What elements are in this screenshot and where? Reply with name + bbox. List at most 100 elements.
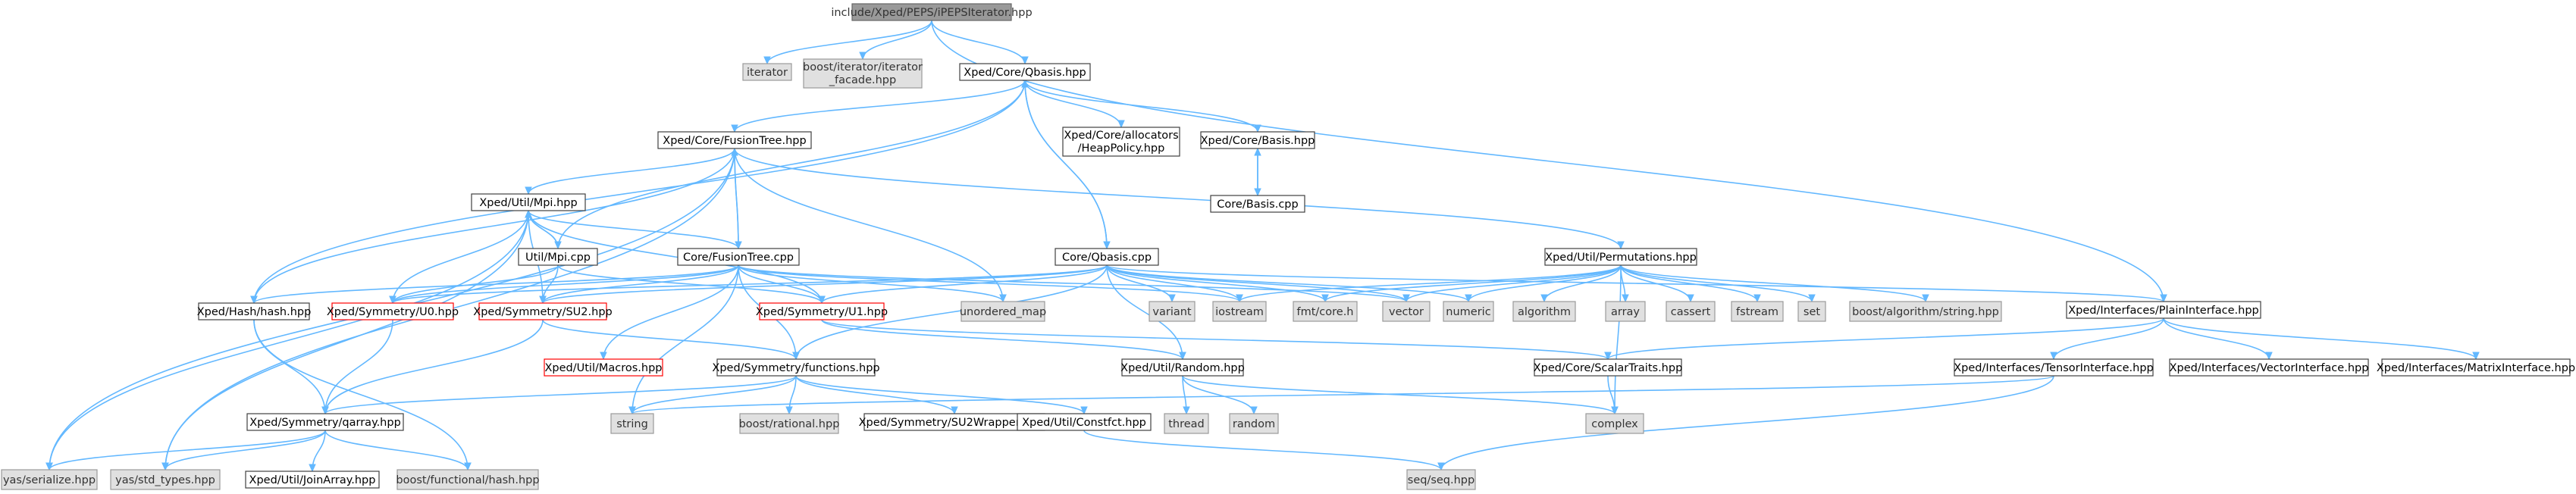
arrowhead-core_fusiontree_cpp-to-core_fusiontree_hpp bbox=[731, 147, 738, 156]
edge-sym_su2-to-sym_functions bbox=[542, 319, 797, 360]
node-sym-su2[interactable]: Xped/Symmetry/SU2.hpp bbox=[473, 302, 613, 320]
node-label: Xped/Hash/hash.hpp bbox=[197, 306, 312, 318]
node-box bbox=[331, 302, 454, 320]
edge-core_fusiontree_cpp-to-sym_u1 bbox=[738, 264, 823, 304]
edge-core_qbasis_cpp-to-numeric bbox=[1106, 264, 1469, 302]
node-seq: seq/seq.hpp bbox=[1406, 469, 1476, 490]
edge-core_fusiontree_cpp-to-sym_su2 bbox=[542, 264, 739, 304]
node-label: yas/std_types.hpp bbox=[115, 474, 215, 486]
node-vector-iface[interactable]: Xped/Interfaces/VectorInterface.hpp bbox=[2169, 358, 2369, 377]
node-core-basis-cpp[interactable]: Core/Basis.cpp bbox=[1210, 195, 1305, 213]
node-util-mpi-cpp[interactable]: Util/Mpi.cpp bbox=[518, 248, 598, 266]
node-label: variant bbox=[1152, 306, 1192, 318]
edge-util_mpi_cpp-to-sym_u1 bbox=[557, 264, 823, 304]
node-core-alloc[interactable]: Xped/Core/allocators/HeapPolicy.hpp bbox=[1062, 127, 1180, 157]
node-plain-iface[interactable]: Xped/Interfaces/PlainInterface.hpp bbox=[2066, 301, 2261, 319]
node-box bbox=[1149, 301, 1196, 322]
edge-util_random-to-complex bbox=[1182, 375, 1615, 414]
node-hash-hpp[interactable]: Xped/Hash/hash.hpp bbox=[197, 302, 312, 320]
edge-core_qbasis_hpp-to-core_basis_hpp bbox=[1024, 80, 1258, 133]
node-boost-iter-facade: boost/iterator/iterator_facade.hpp bbox=[803, 58, 923, 89]
arrowhead-peps_iterator-to-boost_iter_facade bbox=[859, 52, 867, 61]
edge-core_qbasis_cpp-to-plain_iface bbox=[1106, 264, 2164, 302]
node-scalar-traits[interactable]: Xped/Core/ScalarTraits.hpp bbox=[1534, 358, 1683, 377]
edge-util_perm-to-algorithm bbox=[1543, 264, 1622, 302]
node-label: boost/algorithm/string.hpp bbox=[1852, 306, 1999, 318]
node-box bbox=[1382, 301, 1431, 322]
edge-core_qbasis_cpp-to-vector bbox=[1106, 264, 1407, 302]
edge-core_qbasis_cpp-to-fmt_core bbox=[1106, 264, 1326, 302]
edge-sym_functions-to-string bbox=[631, 375, 797, 414]
node-util-perm[interactable]: Xped/Util/Permutations.hpp bbox=[1544, 248, 1697, 266]
node-thread: thread bbox=[1164, 413, 1209, 434]
node-peps-iterator[interactable]: include/Xped/PEPS/iPEPSIterator.hpp bbox=[831, 3, 1033, 21]
node-sym-functions[interactable]: Xped/Symmetry/functions.hpp bbox=[712, 358, 880, 377]
node-boost-func-hash: boost/functional/hash.hpp bbox=[396, 469, 540, 490]
node-label: Xped/Interfaces/VectorInterface.hpp bbox=[2170, 362, 2369, 374]
node-label: Xped/Util/JoinArray.hpp bbox=[249, 474, 376, 486]
node-box bbox=[478, 302, 607, 320]
node-fstream: fstream bbox=[1731, 301, 1784, 322]
edge-core_qbasis_cpp-to-sym_u0 bbox=[392, 264, 1108, 304]
arrowhead-plain_iface-to-tensor_iface bbox=[2050, 352, 2057, 361]
node-matrix-iface[interactable]: Xped/Interfaces/MatrixInterface.hpp bbox=[2377, 358, 2575, 377]
node-core-qbasis-hpp[interactable]: Xped/Core/Qbasis.hpp bbox=[959, 63, 1091, 81]
node-sym-u1[interactable]: Xped/Symmetry/U1.hpp bbox=[756, 302, 888, 320]
arrowhead-core_fusiontree_cpp-to-hash_hpp bbox=[250, 295, 258, 305]
edge-sym_u1-to-util_mpi_hpp bbox=[528, 210, 823, 304]
node-label: fstream bbox=[1736, 306, 1778, 318]
edge-core_qbasis_cpp-to-util_random bbox=[1106, 264, 1183, 360]
node-label: array bbox=[1611, 306, 1640, 318]
edge-sym_functions-to-su2wrappers bbox=[795, 375, 955, 414]
edge-hash_hpp-to-boost_func_hash bbox=[253, 319, 469, 471]
node-label: Core/Basis.cpp bbox=[1217, 199, 1298, 211]
arrowhead-util_random-to-random bbox=[1250, 406, 1258, 415]
edge-constfct-to-seq bbox=[1083, 430, 1442, 471]
node-core-fusiontree-cpp[interactable]: Core/FusionTree.cpp bbox=[677, 248, 800, 266]
edge-util_perm-to-iostream bbox=[1239, 264, 1622, 302]
node-sym-u0[interactable]: Xped/Symmetry/U0.hpp bbox=[327, 302, 459, 320]
node-util-random[interactable]: Xped/Util/Random.hpp bbox=[1120, 358, 1245, 377]
node-label: Xped/Symmetry/functions.hpp bbox=[712, 362, 879, 374]
arrowhead-util_perm-to-boost_alg_string bbox=[1922, 294, 1929, 303]
node-joinarray[interactable]: Xped/Util/JoinArray.hpp bbox=[245, 471, 380, 489]
edge-core_fusiontree_cpp-to-sym_u0 bbox=[392, 264, 739, 304]
edge-util_perm-to-set bbox=[1620, 264, 1813, 302]
edge-core_qbasis_cpp-to-sym_su2 bbox=[542, 264, 1108, 304]
arrowhead-qarray-to-yas_serialize bbox=[45, 462, 53, 471]
node-set: set bbox=[1797, 301, 1826, 322]
node-box bbox=[610, 413, 654, 434]
node-box bbox=[518, 248, 598, 266]
edge-core_fusiontree_cpp-to-string bbox=[631, 264, 739, 414]
node-su2wrappers[interactable]: Xped/Symmetry/SU2Wrappers.hpp bbox=[859, 413, 1051, 431]
edge-util_mpi_cpp-to-core_qbasis_hpp bbox=[557, 80, 1026, 249]
edge-core_fusiontree_cpp-to-unordered_map bbox=[738, 264, 1004, 302]
node-util-mpi-hpp[interactable]: Xped/Util/Mpi.hpp bbox=[471, 193, 586, 211]
node-core-fusiontree-hpp[interactable]: Xped/Core/FusionTree.hpp bbox=[657, 131, 812, 149]
node-label: random bbox=[1233, 418, 1275, 430]
node-box bbox=[2066, 301, 2261, 319]
node-constfct[interactable]: Xped/Util/Constfct.hpp bbox=[1017, 413, 1152, 431]
node-box bbox=[1212, 301, 1267, 322]
edge-peps_iterator-to-boost_iter_facade bbox=[862, 20, 932, 60]
node-core-qbasis-cpp[interactable]: Core/Qbasis.cpp bbox=[1055, 248, 1159, 266]
edge-util_random-to-random bbox=[1182, 375, 1255, 414]
arrowhead-sym_u1-to-util_mpi_hpp bbox=[525, 209, 532, 218]
node-label: unordered_map bbox=[960, 306, 1046, 318]
arrowhead-core_fusiontree_hpp-to-util_perm bbox=[1617, 241, 1625, 250]
node-yas-serialize: yas/serialize.hpp bbox=[1, 469, 98, 490]
edge-util_perm-to-complex bbox=[1614, 264, 1622, 414]
node-label: numeric bbox=[1446, 306, 1490, 318]
node-core-basis-hpp[interactable]: Xped/Core/Basis.hpp bbox=[1200, 131, 1315, 149]
node-label: Xped/Symmetry/SU2.hpp bbox=[473, 306, 612, 318]
node-box bbox=[1534, 358, 1682, 377]
edge-core_qbasis_cpp-to-iostream bbox=[1106, 264, 1240, 302]
node-box bbox=[959, 63, 1091, 81]
arrowhead-util_perm-to-fstream bbox=[1753, 294, 1761, 303]
node-box bbox=[1544, 248, 1697, 266]
node-util-macros[interactable]: Xped/Util/Macros.hpp bbox=[544, 358, 663, 377]
node-tensor-iface[interactable]: Xped/Interfaces/TensorInterface.hpp bbox=[1954, 358, 2154, 377]
node-qarray[interactable]: Xped/Symmetry/qarray.hpp bbox=[246, 413, 404, 431]
edge-core_fusiontree_cpp-to-iostream bbox=[738, 264, 1240, 302]
